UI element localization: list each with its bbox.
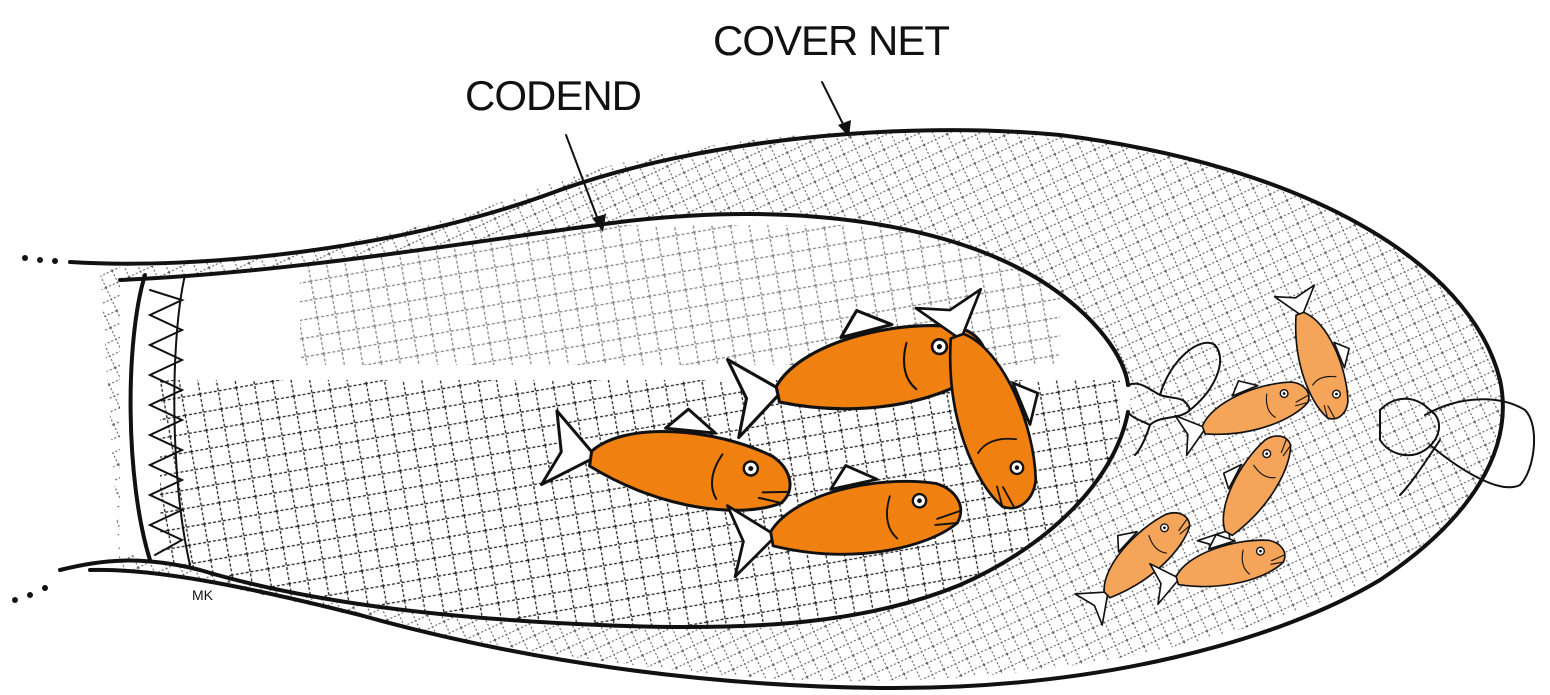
tow-line-dots: [12, 255, 58, 603]
codend-label: CODEND: [465, 72, 641, 119]
cover-net-label: COVER NET: [713, 17, 949, 64]
artist-signature: MK: [192, 587, 214, 603]
cover-net-leader: [822, 82, 851, 137]
